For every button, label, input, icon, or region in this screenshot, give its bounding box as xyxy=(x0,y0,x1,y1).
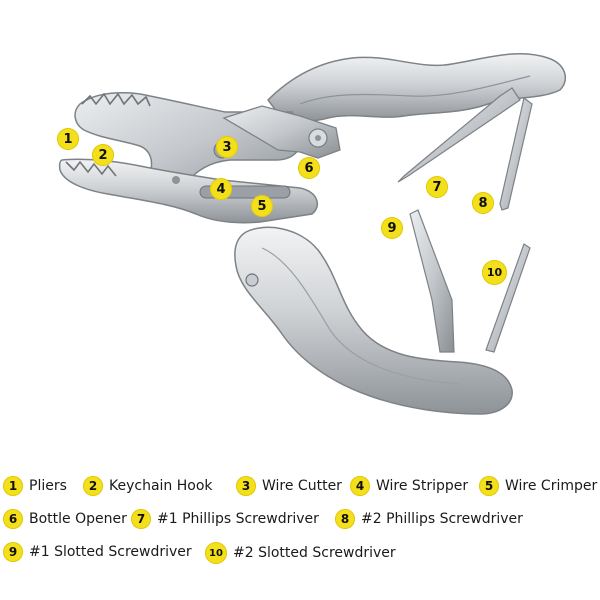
callout-10: 10 xyxy=(482,260,507,285)
legend-num-7: 7 xyxy=(131,509,151,529)
legend-label-2: Keychain Hook xyxy=(109,478,213,494)
legend-label-1: Pliers xyxy=(29,478,67,494)
legend-num-9: 9 xyxy=(3,542,23,562)
multitool-illustration xyxy=(58,53,567,415)
callout-1: 1 xyxy=(57,128,79,150)
legend-num-6: 6 xyxy=(3,509,23,529)
legend-label-5: Wire Crimper xyxy=(505,478,598,494)
upper-handle xyxy=(267,53,567,122)
legend-item-2: 2 Keychain Hook xyxy=(83,476,213,496)
legend-label-7: #1 Phillips Screwdriver xyxy=(157,511,319,527)
slotted-1-blade xyxy=(409,209,455,353)
slotted-2-blade xyxy=(485,243,531,353)
legend-label-4: Wire Stripper xyxy=(376,478,469,494)
callout-7: 7 xyxy=(426,176,448,198)
phillips-1-blade xyxy=(397,87,521,183)
legend-label-3: Wire Cutter xyxy=(262,478,342,494)
callout-9: 9 xyxy=(381,217,403,239)
legend-label-6: Bottle Opener xyxy=(29,511,127,527)
legend-row-3: 9 #1 Slotted Screwdriver 10 #2 Slotted S… xyxy=(0,542,600,568)
legend-row-2: 6 Bottle Opener 7 #1 Phillips Screwdrive… xyxy=(0,509,600,535)
callout-3: 3 xyxy=(216,136,238,158)
phillips-2-blade xyxy=(499,96,533,211)
legend-num-2: 2 xyxy=(83,476,103,496)
legend-item-4: 4 Wire Stripper xyxy=(350,476,468,496)
callout-8: 8 xyxy=(472,192,494,214)
legend-item-6: 6 Bottle Opener xyxy=(3,509,127,529)
jaw-teeth xyxy=(81,92,151,107)
legend-label-10: #2 Slotted Screwdriver xyxy=(233,545,396,561)
legend-row-1: 1 Pliers 2 Keychain Hook 3 Wire Cutter 4… xyxy=(0,476,600,502)
lower-handle xyxy=(234,226,513,415)
legend-item-8: 8 #2 Phillips Screwdriver xyxy=(335,509,523,529)
legend-num-1: 1 xyxy=(3,476,23,496)
legend-item-1: 1 Pliers xyxy=(3,476,67,496)
legend-item-7: 7 #1 Phillips Screwdriver xyxy=(131,509,319,529)
callout-5: 5 xyxy=(251,195,273,217)
cutter-block xyxy=(222,105,341,159)
legend-item-5: 5 Wire Crimper xyxy=(479,476,597,496)
callout-2: 2 xyxy=(92,144,114,166)
lower-jaw-teeth xyxy=(65,160,117,177)
legend-num-8: 8 xyxy=(335,509,355,529)
callout-6: 6 xyxy=(298,157,320,179)
callout-4: 4 xyxy=(210,178,232,200)
legend-label-9: #1 Slotted Screwdriver xyxy=(29,544,192,560)
legend-num-4: 4 xyxy=(350,476,370,496)
legend-label-8: #2 Phillips Screwdriver xyxy=(361,511,523,527)
legend-item-3: 3 Wire Cutter xyxy=(236,476,342,496)
legend-num-10: 10 xyxy=(205,542,227,564)
legend-item-10: 10 #2 Slotted Screwdriver xyxy=(205,542,396,564)
legend-num-5: 5 xyxy=(479,476,499,496)
legend-item-9: 9 #1 Slotted Screwdriver xyxy=(3,542,192,562)
legend-num-3: 3 xyxy=(236,476,256,496)
